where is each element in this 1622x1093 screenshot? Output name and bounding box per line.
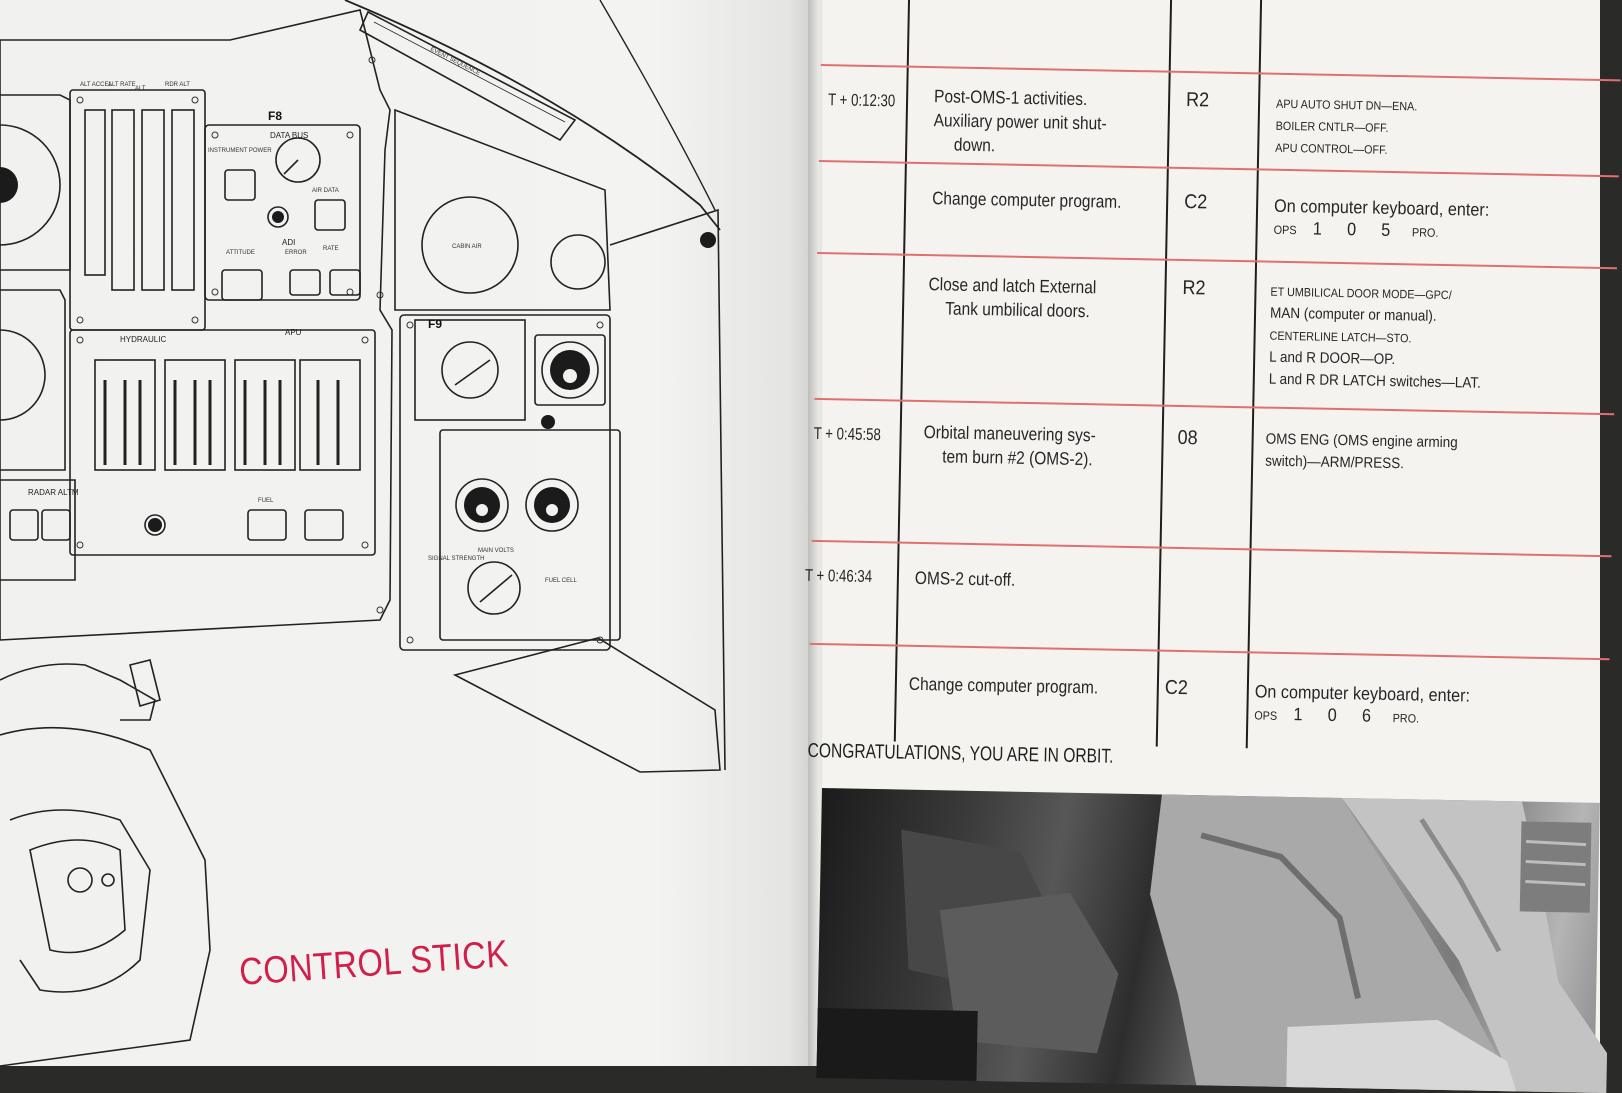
row6-pro: PRO. bbox=[1392, 711, 1420, 726]
rdr-alt-label: RDR ALT bbox=[165, 82, 190, 88]
column-rule-2 bbox=[1155, 0, 1172, 747]
fuel-cell-label: FUEL CELL bbox=[545, 578, 577, 584]
column-rule-1 bbox=[893, 0, 910, 742]
row-rule-1 bbox=[820, 63, 1621, 81]
row4-activity-line1: Orbital maneuvering sys- bbox=[923, 422, 1096, 446]
row-rule-6 bbox=[809, 642, 1610, 660]
right-page-checklist: T + 0:12:30 Post-OMS-1 activities. Auxil… bbox=[805, 0, 1621, 1093]
row5-time: T + 0:46:34 bbox=[804, 565, 873, 587]
apu-label: APU bbox=[285, 328, 302, 337]
row5-activity: OMS-2 cut-off. bbox=[914, 567, 1016, 590]
attitude-label: ATTITUDE bbox=[226, 250, 255, 256]
row2-instructions: On computer keyboard, enter: OPS 1 0 5 P… bbox=[1273, 195, 1544, 246]
row2-ops: OPS bbox=[1273, 222, 1297, 238]
row3-line5: L and R DR LATCH switches—LAT. bbox=[1268, 370, 1482, 392]
row2-pro: PRO. bbox=[1411, 225, 1439, 240]
row6-activity: Change computer program. bbox=[908, 673, 1099, 698]
instrument-power-label: INSTRUMENT POWER bbox=[208, 148, 272, 154]
row4-panel: 08 bbox=[1177, 426, 1198, 450]
signal-strength-label: SIGNAL STRENGTH bbox=[428, 556, 484, 562]
alt-accel-label: ALT ACCEL bbox=[80, 82, 112, 88]
left-page-panel-diagram: F8 F9 DATA BUS INSTRUMENT POWER EVENT SE… bbox=[0, 0, 822, 1067]
cabin-air-label: CABIN AIR bbox=[452, 244, 482, 250]
rate-label: RATE bbox=[323, 246, 339, 252]
row1-activity-line1: Post-OMS-1 activities. bbox=[933, 86, 1088, 110]
f9-label: F9 bbox=[428, 317, 442, 331]
hydraulic-label: HYDRAULIC bbox=[120, 335, 166, 344]
row4-activity: Orbital maneuvering sys- tem burn #2 (OM… bbox=[923, 420, 1096, 471]
row4-activity-line2: tem burn #2 (OMS-2). bbox=[941, 446, 1093, 470]
row6-digits: 1 0 6 bbox=[1293, 704, 1377, 726]
row4-time: T + 0:45:58 bbox=[813, 423, 882, 445]
adi-label: ADI bbox=[282, 238, 295, 247]
row3-panel: R2 bbox=[1182, 276, 1206, 300]
f9-block bbox=[399, 314, 611, 651]
f8-label: F8 bbox=[268, 109, 282, 123]
checklist-table: T + 0:12:30 Post-OMS-1 activities. Auxil… bbox=[804, 0, 1621, 815]
row-rule-3 bbox=[817, 251, 1618, 269]
row2-panel: C2 bbox=[1183, 190, 1208, 214]
row1-switch-3: APU CONTROL—OFF. bbox=[1275, 140, 1388, 157]
astronaut-photo bbox=[816, 788, 1608, 1093]
row6-ops: OPS bbox=[1254, 708, 1278, 723]
row4-line2: switch)—ARM/PRESS. bbox=[1265, 452, 1405, 473]
row3-activity: Close and latch External Tank umbilical … bbox=[928, 272, 1097, 323]
cockpit-panel-drawing: F8 F9 DATA BUS INSTRUMENT POWER EVENT SE… bbox=[0, 0, 726, 1067]
event-sequence-strip bbox=[358, 10, 577, 142]
row1-activity-line2: Auxiliary power unit shut- bbox=[933, 110, 1107, 134]
alt-rate-label: ALT RATE bbox=[108, 82, 136, 88]
cabin-air-area bbox=[394, 108, 611, 311]
row2-digits: 1 0 5 bbox=[1312, 218, 1396, 241]
column-rule-3 bbox=[1245, 0, 1262, 749]
fuel-label: FUEL bbox=[258, 498, 274, 504]
photo-shapes bbox=[816, 794, 1608, 1093]
row1-activity-line3: down. bbox=[953, 134, 996, 156]
row2-activity: Change computer program. bbox=[932, 188, 1122, 212]
row1-time: T + 0:12:30 bbox=[827, 90, 896, 111]
main-volts-label: MAIN VOLTS bbox=[478, 548, 514, 554]
row1-switches: APU AUTO SHUT DN—ENA. BOILER CNTLR—OFF. … bbox=[1275, 93, 1546, 164]
data-bus-label: DATA BUS bbox=[270, 131, 308, 140]
orbit-congrats-text: CONGRATULATIONS, YOU ARE IN ORBIT. bbox=[807, 739, 1114, 768]
alt-label: ALT bbox=[135, 86, 146, 92]
error-label: ERROR bbox=[285, 250, 307, 256]
radar-altm-label: RADAR ALTM bbox=[28, 488, 79, 497]
row1-activity: Post-OMS-1 activities. Auxiliary power u… bbox=[933, 84, 1107, 159]
row3-activity-line2: Tank umbilical doors. bbox=[945, 298, 1091, 322]
panel-f8-outline bbox=[0, 9, 393, 641]
row3-activity-line1: Close and latch External bbox=[928, 274, 1097, 298]
row6-instructions: On computer keyboard, enter: OPS 1 0 6 P… bbox=[1254, 680, 1525, 731]
row-rule-4 bbox=[814, 397, 1615, 415]
row-rule-5 bbox=[811, 539, 1612, 557]
air-data-label: AIR DATA bbox=[312, 188, 339, 194]
row3-switches: ET UMBILICAL DOOR MODE—GPC/ MAN (compute… bbox=[1269, 281, 1541, 396]
row6-panel: C2 bbox=[1164, 676, 1189, 700]
row1-panel: R2 bbox=[1185, 89, 1210, 112]
row4-switches: OMS ENG (OMS engine arming switch)—ARM/P… bbox=[1265, 429, 1536, 478]
